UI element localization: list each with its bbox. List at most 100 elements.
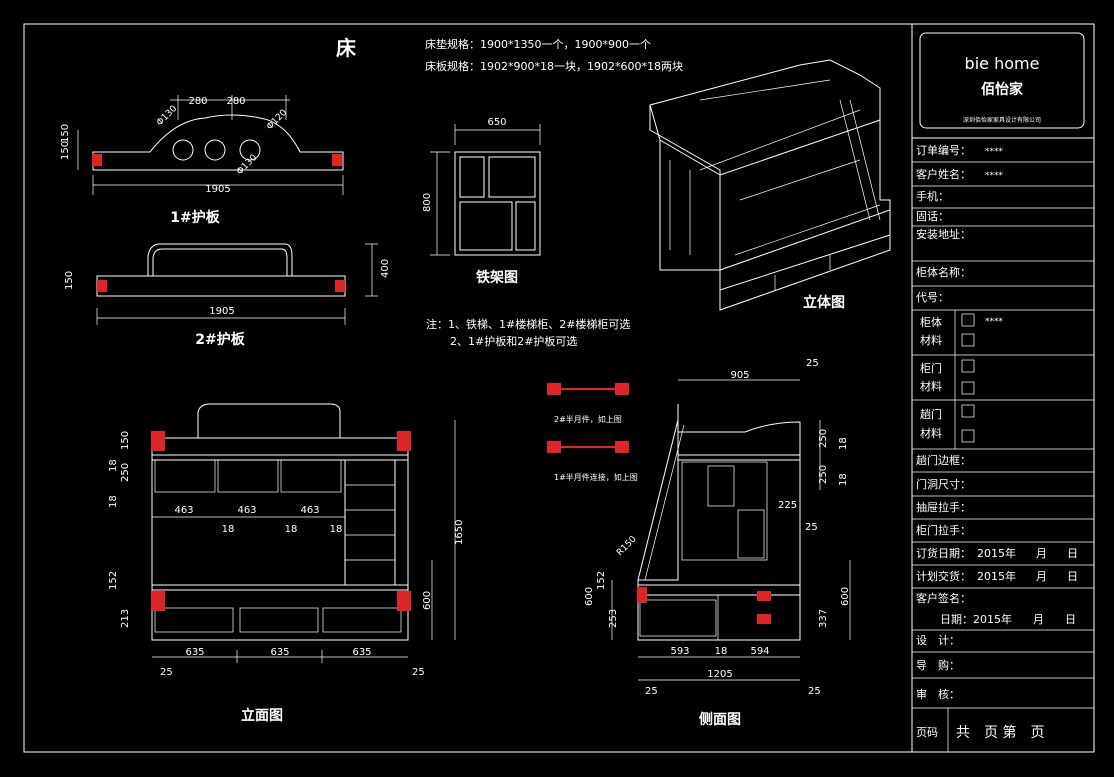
drawer-handle-label: 抽屉拉手： (916, 500, 971, 514)
elev-dim-e1: 463 (174, 505, 193, 516)
side-top: 905 (730, 370, 749, 381)
elev-dim-a: 150 (120, 431, 131, 450)
elev-dim-s1: 18 (222, 524, 235, 535)
bolt2-label: 2#半月件，如上图 (554, 414, 622, 424)
side-r18: 18 (838, 437, 849, 450)
plan-date-label: 计划交货： (916, 569, 971, 583)
side-l253: 253 (608, 609, 619, 628)
side-l600: 600 (584, 587, 595, 606)
elev-dim-d: 18 (108, 495, 119, 508)
signature-label: 客户签名： (916, 591, 971, 605)
design-label: 设 计： (916, 634, 960, 647)
guard-plate-1 (77, 95, 344, 195)
page-text: 共 页 第 页 (956, 724, 1044, 741)
side-br25: 25 (808, 686, 821, 697)
body-material-label-1: 柜体 (920, 315, 942, 329)
door-material-label-2: 材料 (920, 379, 942, 393)
side-d25: 25 (805, 522, 818, 533)
signature-day: 日 (1065, 613, 1076, 626)
elev-w2: 635 (270, 647, 289, 658)
side-b18: 18 (715, 646, 728, 657)
side-b593: 593 (670, 646, 689, 657)
side-view (611, 379, 851, 681)
elev-dim-s3: 18 (330, 524, 343, 535)
elev-dim-s2: 18 (285, 524, 298, 535)
side-r150: R150 (615, 534, 639, 558)
side-r18b: 18 (838, 473, 849, 486)
guard1-h2: 150 (60, 124, 71, 143)
elev-dim-f: 152 (108, 571, 119, 590)
cabinet-name-label: 柜体名称： (916, 265, 971, 279)
body-material-value: **** (985, 317, 1004, 327)
side-r337: 337 (818, 609, 829, 628)
side-r600: 600 (840, 587, 851, 606)
side-l152: 152 (596, 571, 607, 590)
elev-w3: 635 (352, 647, 371, 658)
plan-date-year: 2015年 (977, 569, 1016, 583)
title-block (912, 32, 1094, 752)
frame-width: 650 (487, 117, 506, 128)
guard2-width: 1905 (209, 306, 234, 317)
elev-dim-g: 213 (120, 609, 131, 628)
guard1-dim-1: 280 (188, 96, 207, 107)
bolt1-label: 1#半月件连接，如上图 (554, 472, 638, 482)
guard1-dim-2: 280 (226, 96, 245, 107)
sliding-material-label-1: 趟门 (920, 407, 942, 421)
signature-month: 月 (1033, 613, 1044, 626)
side-r250: 250 (818, 429, 829, 448)
bolt-parts (547, 383, 629, 453)
board-spec: 床板规格：1902*900*18一块，1902*600*18两块 (425, 59, 683, 73)
elev-total: 1650 (454, 520, 465, 545)
door-handle-label: 柜门拉手： (916, 523, 971, 537)
guard2-label: 2#护板 (195, 331, 245, 348)
side-b594: 594 (750, 646, 769, 657)
note-line-2: 2、1#护板和2#护板可选 (450, 334, 577, 348)
elev-dim-e3: 463 (300, 505, 319, 516)
elev-dim-c: 250 (120, 463, 131, 482)
side-bw: 1205 (707, 669, 732, 680)
guard1-h1: 150 (60, 141, 71, 160)
signature-year: 2015年 (973, 612, 1012, 626)
guide-label: 导 购： (916, 658, 960, 672)
side-d225: 225 (778, 500, 797, 511)
door-material-label-1: 柜门 (920, 361, 942, 375)
elev-dim-e2: 463 (237, 505, 256, 516)
elev-dim-b: 18 (108, 459, 119, 472)
phone-label: 固话： (916, 210, 949, 223)
order-date-month: 月 (1036, 547, 1047, 560)
elevation-view (151, 403, 456, 663)
code-label: 代号： (916, 291, 949, 304)
brand-name: 佰怡家 (981, 81, 1024, 98)
mobile-label: 手机： (916, 189, 949, 203)
guard1-phi-1: Φ130 (155, 104, 179, 128)
side-view-label: 侧面图 (699, 711, 741, 728)
guard2-h: 150 (64, 271, 75, 290)
order-date-year: 2015年 (977, 546, 1016, 560)
mattress-spec: 床垫规格：1900*1350一个，1900*900一个 (425, 37, 651, 51)
door-size-label: 门洞尺寸： (916, 477, 971, 491)
customer-name-value: **** (985, 171, 1004, 181)
elev-w1: 635 (185, 647, 204, 658)
body-material-label-2: 材料 (920, 333, 942, 347)
iron-frame (430, 124, 541, 256)
elev-lower: 600 (422, 591, 433, 610)
plan-date-day: 日 (1067, 570, 1078, 583)
guard1-phi-3: Φ130 (235, 153, 259, 177)
iron-frame-label: 铁架图 (476, 269, 518, 286)
guard-plate-2 (96, 243, 378, 325)
elev-m2: 25 (412, 667, 425, 678)
solid-view-label: 立体图 (803, 294, 845, 311)
order-number-value: **** (985, 147, 1004, 157)
guard2-total: 400 (380, 259, 391, 278)
page-label: 页码 (916, 726, 938, 739)
drawing-border (23, 23, 1095, 753)
order-date-label: 订货日期： (916, 546, 971, 560)
signature-date-label: 日期： (940, 613, 973, 626)
audit-label: 审 核： (916, 687, 960, 701)
side-t25: 25 (806, 358, 819, 369)
company-name: 深圳佰怡家家具设计有限公司 (963, 116, 1041, 124)
guard1-width: 1905 (205, 184, 230, 195)
address-label: 安装地址： (916, 227, 971, 241)
side-bl25: 25 (645, 686, 658, 697)
